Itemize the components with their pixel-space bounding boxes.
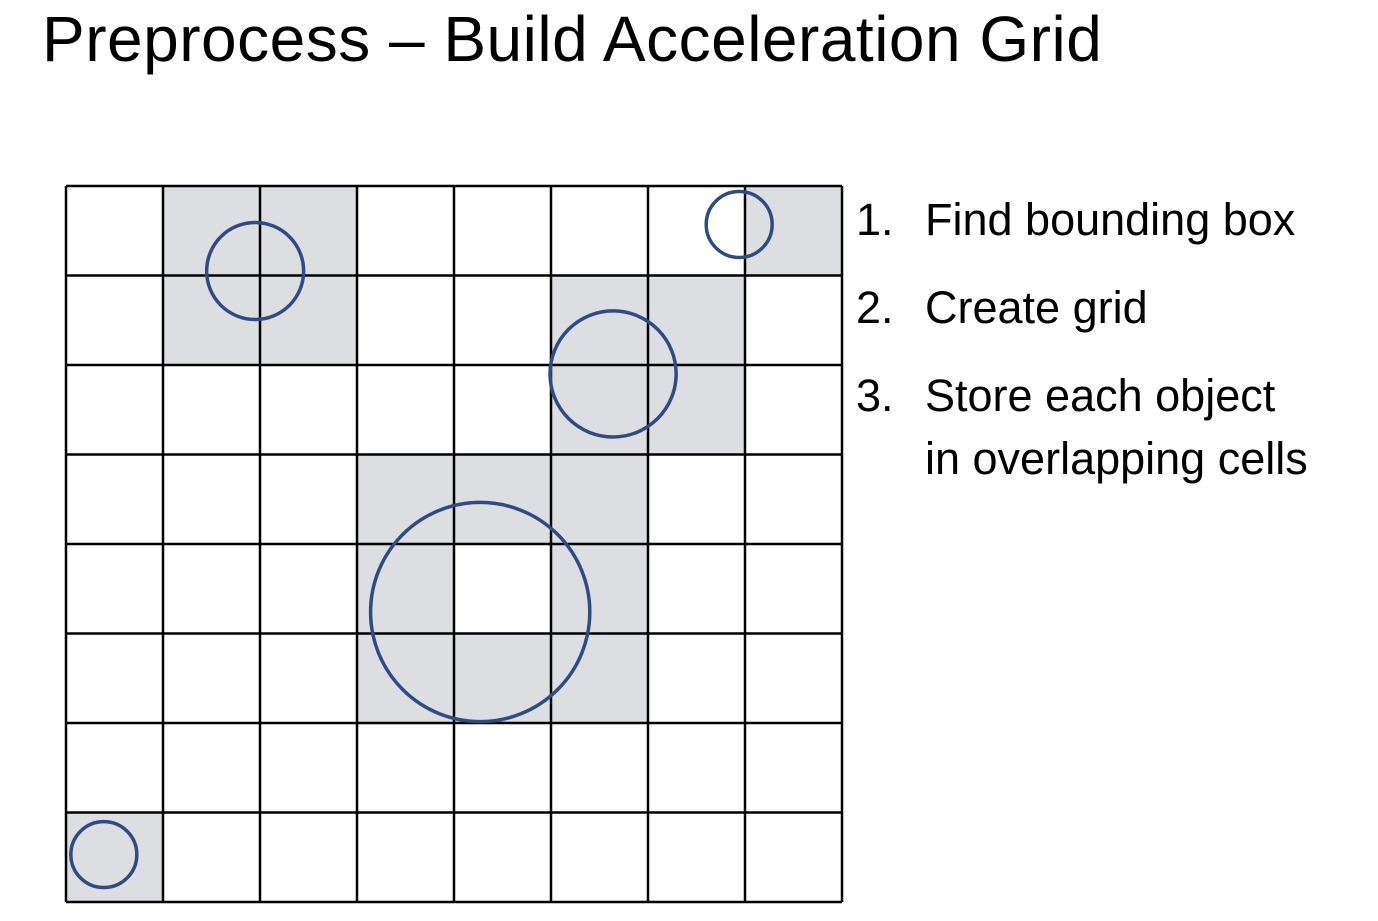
step-item: 2. Create grid <box>856 276 1308 339</box>
shaded-cell <box>66 812 163 902</box>
shaded-cell <box>260 275 357 365</box>
object-circle <box>368 500 592 724</box>
step-item: 1. Find bounding box <box>856 188 1308 251</box>
step-number: 1. <box>856 194 894 245</box>
shaded-cell <box>454 633 551 723</box>
steps-list: 1. Find bounding box 2. Create grid 3. S… <box>856 188 1308 515</box>
shaded-cell <box>551 275 648 365</box>
shaded-cell <box>551 365 648 455</box>
step-number: 3. <box>856 370 894 421</box>
step-item: 3. Store each object in overlapping cell… <box>856 364 1308 490</box>
step-text: Find bounding box <box>925 194 1296 245</box>
scene-objects <box>69 189 774 890</box>
shaded-cell <box>357 633 454 723</box>
shaded-cell <box>648 365 745 455</box>
object-circle <box>548 309 678 439</box>
shaded-cell <box>551 454 648 544</box>
object-circle <box>704 189 774 260</box>
object-circle <box>69 819 139 890</box>
shaded-cells <box>66 186 842 902</box>
step-text: Create grid <box>925 282 1148 333</box>
grid-lines <box>64 184 844 904</box>
shaded-cell <box>163 186 260 276</box>
shaded-cell <box>648 275 745 365</box>
object-circle <box>204 220 306 322</box>
step-text: Store each object in overlapping cells <box>925 370 1308 484</box>
step-number: 2. <box>856 282 894 333</box>
shaded-cell <box>357 454 454 544</box>
shaded-cell <box>260 186 357 276</box>
shaded-cell <box>551 544 648 634</box>
slide-title: Preprocess – Build Acceleration Grid <box>42 3 1103 75</box>
shaded-cell <box>454 454 551 544</box>
